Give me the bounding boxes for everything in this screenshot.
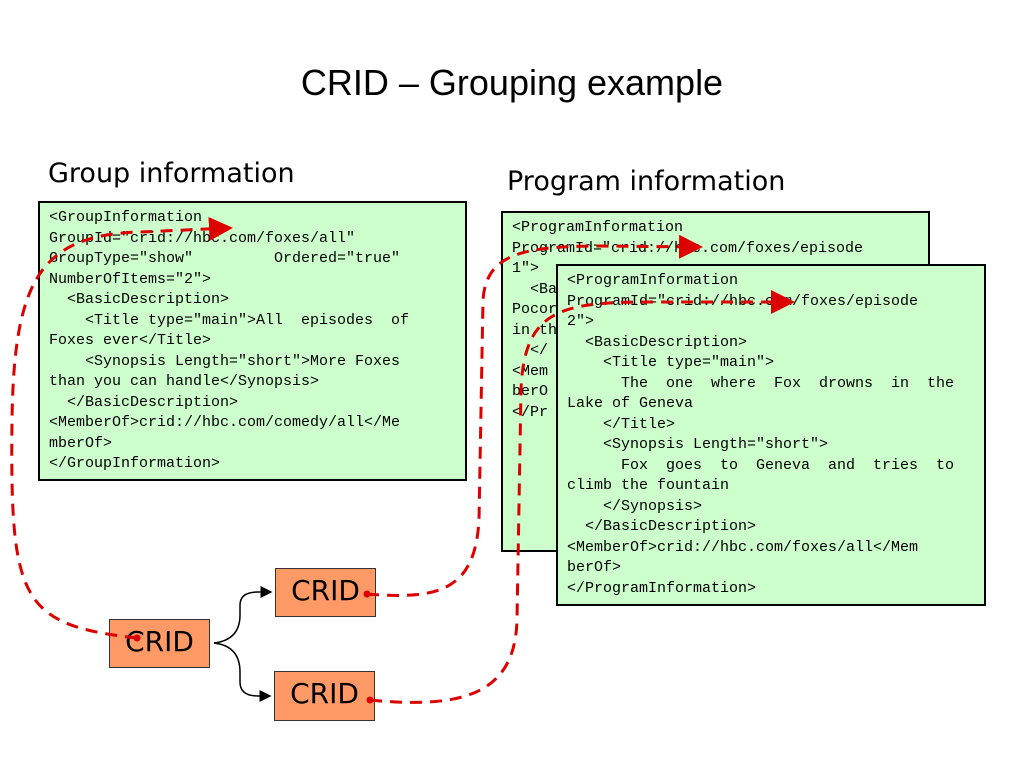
code-line: than you can handle</Synopsis> [49,373,320,390]
crid-link-anchor [133,634,141,642]
crid-child-top-node: CRID [275,568,376,617]
crid-link-root-to-group-id [10,216,233,640]
code-line: <ProgramInformation [512,219,684,236]
code-line: <Synopsis Length="short">More Foxes [49,352,401,370]
code-line: The one where Fox drowns in the [567,374,955,392]
code-line: in th [512,321,558,339]
code-line: berOf> [567,559,622,576]
code-line: mberOf> [49,434,113,452]
code-line: </GroupInformation> [49,455,221,472]
code-line: <MemberOf>crid://hbc.com/foxes/all</Mem [567,538,919,556]
code-line: 1"> [512,260,540,277]
code-line: GroupType="show" Ordered="true" [49,250,401,267]
crid-link-bottom-to-episode-2 [369,290,795,704]
crid-link-anchor [363,590,371,598]
code-line: <ProgramInformation [567,272,739,289]
code-line: Pocor [512,301,558,318]
code-line: <BasicDescription> [49,291,230,308]
code-line: climb the fountain [567,477,730,494]
code-line: </BasicDescription> [49,393,239,411]
program-information-heading: Program information [507,166,786,197]
code-line: <Title type="main">All episodes of [49,311,410,329]
code-line: 2"> [567,313,595,330]
group-information-box: <GroupInformation GroupId="crid://hbc.co… [38,201,467,481]
code-line: <MemberOf>crid://hbc.com/comedy/all</Me [49,414,401,431]
code-line: <Title type="main"> [567,354,775,371]
code-line: Lake of Geneva [567,395,694,412]
code-line: </ProgramInformation> [567,579,757,597]
code-line: <GroupInformation [49,209,203,226]
tree-connector-top [213,586,273,644]
crid-link-anchor [366,696,374,704]
code-line: NumberOfItems="2"> [49,270,212,288]
crid-link-top-to-episode-1 [366,234,703,597]
program-information-box-episode-2: <ProgramInformation ProgramId="crid://hb… [556,264,986,606]
code-line: </Synopsis> [567,497,703,515]
code-line: <BasicDescription> [567,333,748,351]
code-line: </Title> [567,415,676,433]
crid-child-bottom-node: CRID [274,671,375,721]
crid-root-node: CRID [109,619,210,668]
group-information-heading: Group information [48,158,295,189]
code-line: <Ba [512,280,558,298]
slide-title: CRID – Grouping example [300,62,724,103]
code-line: </ [512,342,549,359]
code-line: Fox goes to Geneva and tries to [567,456,955,474]
tree-connector-bottom [213,642,272,702]
code-line: Foxes ever</Title> [49,332,212,349]
code-line: </BasicDescription> [567,518,757,535]
code-line: <Synopsis Length="short"> [567,436,829,453]
